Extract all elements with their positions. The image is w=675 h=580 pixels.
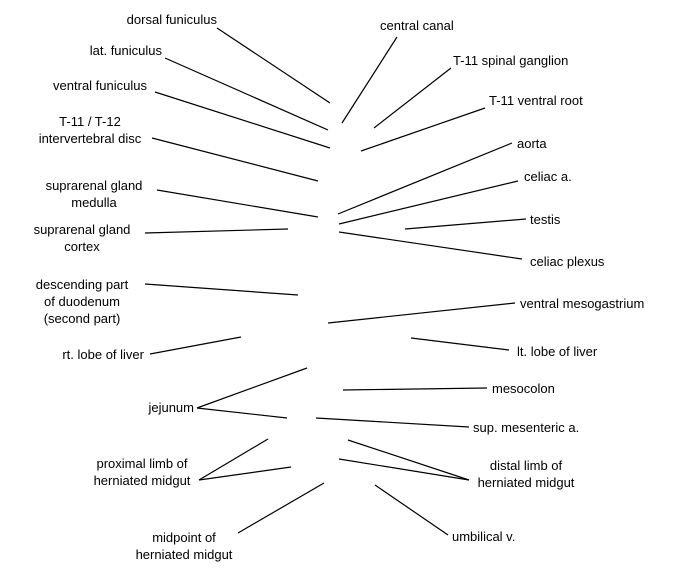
- leader-umbilical-v: [374, 484, 449, 536]
- leader-jejunum-lower: [196, 407, 288, 419]
- leader-intervertebral-disc: [151, 137, 319, 182]
- label-lt-lobe-liver: lt. lobe of liver: [517, 344, 598, 359]
- leader-ventral-funiculus: [154, 91, 331, 149]
- leader-central-canal: [341, 36, 398, 124]
- leader-mesocolon: [342, 387, 488, 391]
- leader-sup-mesenteric: [315, 417, 470, 428]
- label-proximal-limb: proximal limb of herniated midgut: [93, 456, 191, 488]
- leader-distal-limb-upper: [347, 439, 470, 481]
- label-lat-funiculus: lat. funiculus: [89, 43, 162, 58]
- leader-ventral-root: [360, 107, 486, 152]
- leader-jejunum-upper: [196, 367, 308, 409]
- label-descending-duodenum: descending part of duodenum (second part…: [35, 277, 129, 326]
- label-mesocolon: mesocolon: [492, 381, 555, 396]
- label-celiac-a: celiac a.: [524, 169, 572, 184]
- label-ventral-funiculus: ventral funiculus: [53, 78, 147, 93]
- leader-distal-limb-lower: [338, 458, 470, 481]
- leader-proximal-limb-lower: [198, 466, 292, 481]
- leader-aorta: [337, 142, 513, 215]
- leader-rt-lobe-liver: [149, 336, 242, 355]
- leader-testis: [404, 218, 527, 230]
- leader-suprarenal-medulla: [156, 189, 319, 218]
- label-ventral-root: T-11 ventral root: [489, 93, 583, 108]
- label-ventral-mesogastrium: ventral mesogastrium: [520, 296, 645, 311]
- leader-spinal-ganglion: [373, 67, 452, 129]
- label-sup-mesenteric: sup. mesenteric a.: [473, 420, 580, 435]
- label-celiac-plexus: celiac plexus: [530, 254, 605, 269]
- label-umbilical-v: umbilical v.: [452, 529, 516, 544]
- label-spinal-ganglion: T-11 spinal ganglion: [453, 53, 569, 68]
- label-intervertebral-disc: T-11 / T-12 intervertebral disc: [38, 114, 142, 146]
- leader-lat-funiculus: [164, 57, 329, 131]
- leader-suprarenal-cortex: [144, 228, 289, 234]
- label-testis: testis: [530, 212, 561, 227]
- leader-lt-lobe-liver: [410, 337, 510, 351]
- label-dorsal-funiculus: dorsal funiculus: [126, 12, 217, 27]
- leader-ventral-mesogastrium: [327, 302, 516, 324]
- label-midpoint: midpoint of herniated midgut: [135, 530, 233, 562]
- label-suprarenal-cortex: suprarenal gland cortex: [33, 222, 131, 254]
- label-distal-limb: distal limb of herniated midgut: [477, 458, 575, 490]
- label-jejunum: jejunum: [148, 400, 194, 415]
- leader-midpoint: [237, 482, 325, 534]
- leader-celiac-a: [338, 180, 519, 225]
- label-suprarenal-medulla: suprarenal gland medulla: [45, 178, 143, 210]
- leader-descending-duodenum: [144, 283, 299, 296]
- label-central-canal: central canal: [380, 18, 454, 33]
- label-rt-lobe-liver: rt. lobe of liver: [62, 347, 144, 362]
- label-aorta: aorta: [517, 136, 547, 151]
- leader-dorsal-funiculus: [216, 27, 331, 104]
- leader-celiac-plexus: [338, 231, 523, 260]
- leader-proximal-limb-upper: [198, 438, 269, 481]
